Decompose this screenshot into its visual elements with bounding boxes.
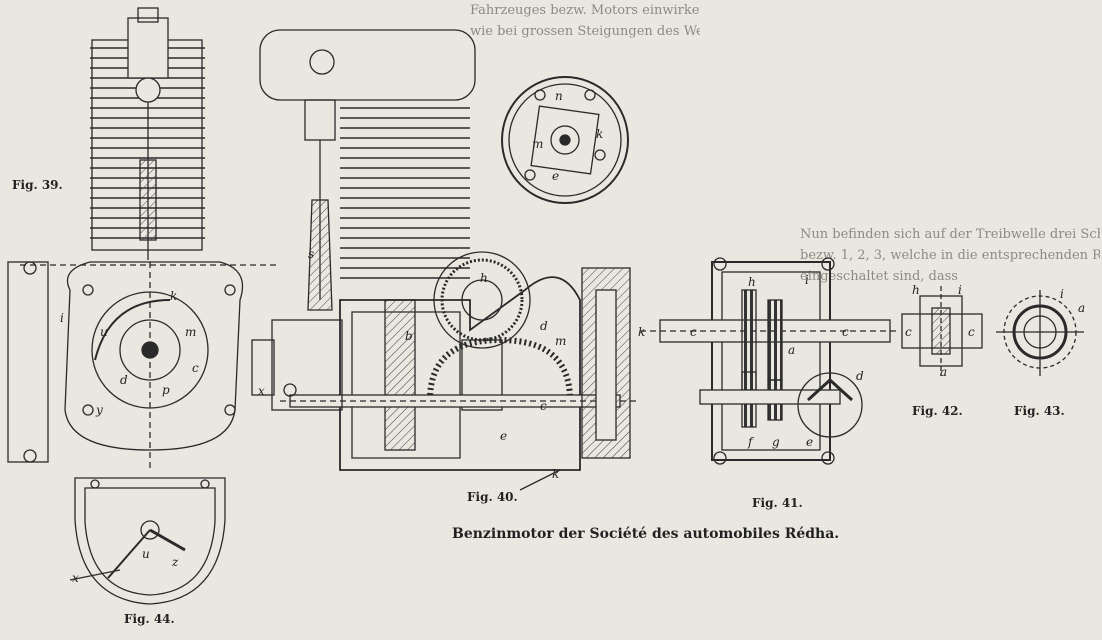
cooling-fins-40 bbox=[340, 107, 470, 279]
svg-text:h: h bbox=[748, 275, 756, 289]
figure-label-44: Fig. 44. bbox=[124, 612, 175, 626]
svg-text:h: h bbox=[480, 271, 488, 285]
svg-text:m: m bbox=[185, 325, 196, 339]
svg-text:c: c bbox=[540, 399, 547, 413]
background-text-line: Fahrzeuges bezw. Motors einwirken kann, bbox=[470, 3, 700, 18]
svg-text:g: g bbox=[772, 435, 780, 449]
fig-41-drawing: k c h i a f g e d c bbox=[638, 257, 900, 465]
svg-text:u: u bbox=[142, 547, 150, 561]
background-text-top: Fahrzeuges bezw. Motors einwirken kann, … bbox=[470, 0, 700, 42]
figure-label-40: Fig. 40. bbox=[467, 490, 518, 504]
plate-caption: Benzinmotor der Société des automobiles … bbox=[452, 526, 840, 542]
svg-text:a: a bbox=[1078, 301, 1085, 315]
background-text-line: bezw. 1, 2, 3, welche in die entsprechen… bbox=[800, 248, 1100, 263]
fig-40-round-plate: n m k e bbox=[501, 76, 629, 204]
svg-text:i: i bbox=[958, 283, 962, 297]
svg-text:k: k bbox=[638, 325, 645, 339]
svg-text:e: e bbox=[552, 169, 559, 183]
fig-43-drawing: i a bbox=[996, 287, 1085, 376]
figure-label-41: Fig. 41. bbox=[752, 496, 803, 510]
svg-text:f: f bbox=[747, 435, 755, 449]
svg-text:d: d bbox=[856, 369, 864, 383]
svg-text:i: i bbox=[805, 273, 809, 287]
svg-text:a: a bbox=[940, 365, 947, 379]
svg-text:i: i bbox=[60, 311, 64, 325]
figure-label-39: Fig. 39. bbox=[12, 178, 63, 192]
svg-text:i: i bbox=[1060, 287, 1064, 301]
svg-text:z: z bbox=[171, 555, 179, 569]
svg-text:e: e bbox=[806, 435, 813, 449]
svg-text:h: h bbox=[912, 283, 920, 297]
svg-text:x: x bbox=[72, 571, 79, 585]
svg-text:y: y bbox=[95, 403, 103, 417]
svg-text:k: k bbox=[552, 467, 559, 481]
svg-text:b: b bbox=[405, 329, 413, 343]
svg-text:p: p bbox=[162, 383, 170, 397]
svg-text:d: d bbox=[120, 373, 128, 387]
background-text-line: Nun befinden sich auf der Treibwelle dre… bbox=[800, 227, 1100, 242]
svg-text:k: k bbox=[170, 289, 177, 303]
svg-text:c: c bbox=[192, 361, 199, 375]
background-text-line: eingeschaltet sind, dass bbox=[800, 269, 958, 284]
svg-text:c: c bbox=[690, 325, 697, 339]
svg-text:a: a bbox=[788, 343, 795, 357]
svg-text:s: s bbox=[308, 247, 314, 261]
svg-text:k: k bbox=[596, 127, 603, 141]
svg-text:c: c bbox=[905, 325, 912, 339]
svg-text:n: n bbox=[555, 89, 563, 103]
fig-40-drawing: x s b h d e c k m bbox=[251, 29, 640, 491]
svg-text:c: c bbox=[842, 325, 849, 339]
fig-44-drawing: x u z bbox=[69, 477, 226, 605]
figure-label-43: Fig. 43. bbox=[1014, 404, 1065, 418]
fig-39-drawing: i u d k m c y p bbox=[7, 7, 280, 470]
svg-text:e: e bbox=[500, 429, 507, 443]
fig-42-drawing: h i c c a bbox=[901, 283, 983, 379]
svg-text:m: m bbox=[555, 334, 566, 348]
svg-text:u: u bbox=[100, 325, 108, 339]
svg-text:x: x bbox=[258, 384, 265, 398]
background-text-line: wie bei grossen Steigungen des Weges vor bbox=[470, 24, 700, 39]
svg-text:d: d bbox=[540, 319, 548, 333]
svg-text:m: m bbox=[532, 137, 543, 151]
svg-text:c: c bbox=[968, 325, 975, 339]
background-text-right: Nun befinden sich auf der Treibwelle dre… bbox=[800, 224, 1100, 287]
figure-label-42: Fig. 42. bbox=[912, 404, 963, 418]
